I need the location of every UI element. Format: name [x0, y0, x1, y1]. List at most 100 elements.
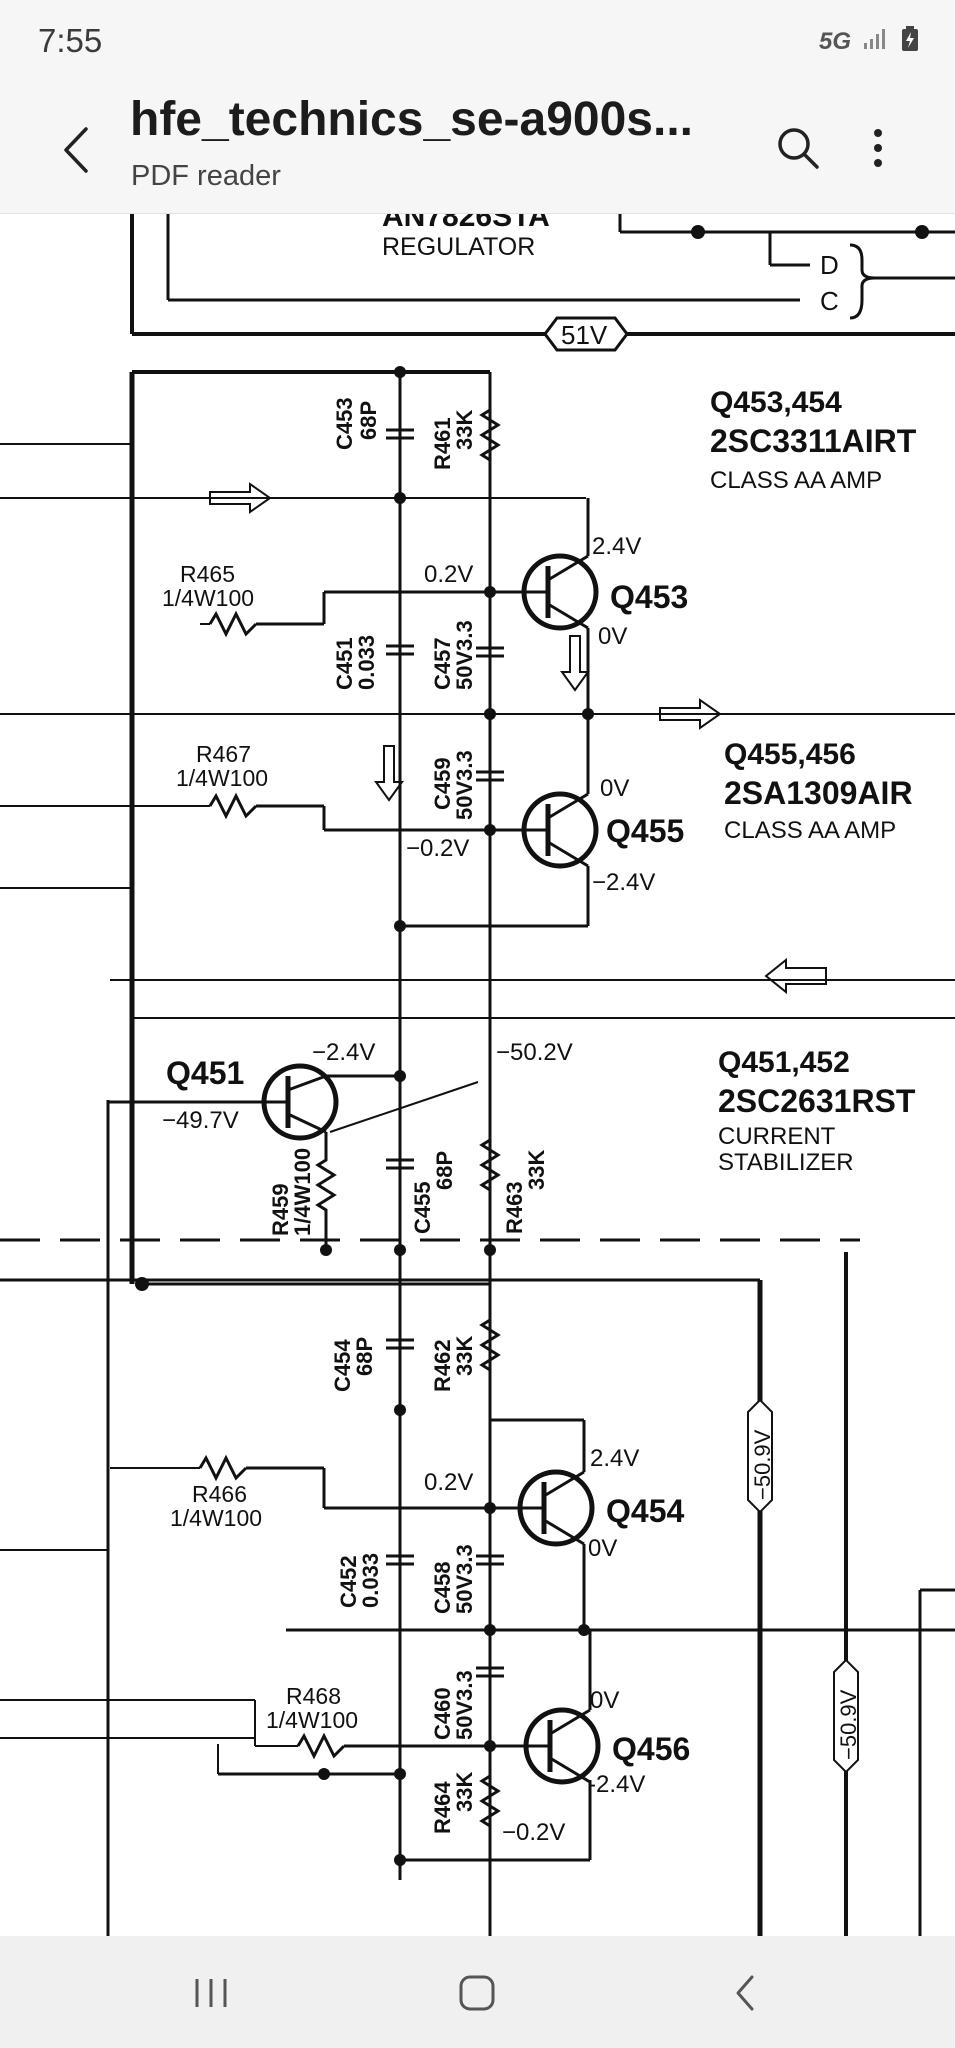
- group-2-function: CLASS AA AMP: [724, 817, 896, 844]
- status-time: 7:55: [38, 22, 103, 59]
- home-button[interactable]: [432, 1958, 522, 2028]
- c457-value: 50V3.3: [452, 620, 477, 690]
- c460-ref: C460: [430, 1687, 455, 1740]
- r465-ref: R465: [180, 561, 235, 587]
- more-options-button[interactable]: [858, 113, 898, 183]
- r464-ref: R464: [430, 1781, 455, 1834]
- q454-collector-voltage: 2.4V: [590, 1445, 639, 1472]
- rail-voltage-a: −50.9V: [747, 1398, 775, 1514]
- c453-value: 68P: [356, 401, 381, 440]
- group-3-function-line2: STABILIZER: [718, 1149, 854, 1176]
- back-icon: [736, 1975, 754, 2011]
- search-button[interactable]: [770, 113, 826, 183]
- c453-ref: C453: [332, 397, 357, 450]
- r467-ref: R467: [196, 741, 251, 767]
- r463-value: 33K: [524, 1150, 549, 1190]
- q451-label: Q451: [166, 1055, 244, 1091]
- rail-label-d: D: [820, 250, 839, 280]
- c458-value: 50V3.3: [452, 1544, 477, 1614]
- network-type: 5G: [818, 27, 851, 55]
- transistor-q454: [490, 1418, 595, 1630]
- group-3-function-line1: CURRENT: [718, 1123, 836, 1150]
- c457-ref: C457: [430, 637, 455, 690]
- status-bar: 7:55 5G: [0, 0, 955, 80]
- transistor-q451: [108, 1063, 479, 1160]
- app-bar: hfe_technics_se-a900s... PDF reader: [0, 80, 955, 214]
- group-3-parts: Q451,452: [718, 1046, 850, 1079]
- r461-ref: R461: [430, 417, 455, 470]
- r462-ref: R462: [430, 1339, 455, 1392]
- q454-emitter-voltage: 0V: [588, 1535, 617, 1562]
- q456-collector-voltage: -2.4V: [588, 1771, 645, 1798]
- flow-arrow-icon: [659, 698, 722, 730]
- q451-emitter-voltage: −49.7V: [162, 1107, 239, 1134]
- c451-ref: C451: [332, 637, 357, 690]
- more-vert-icon: [874, 129, 882, 167]
- q456-label: Q456: [612, 1731, 690, 1767]
- flow-arrow-icon: [560, 635, 590, 692]
- recent-apps-button[interactable]: [166, 1958, 256, 2028]
- flow-arrow-icon: [374, 745, 404, 802]
- q451-collector-voltage: −2.4V: [312, 1039, 375, 1066]
- r462-value: 33K: [452, 1336, 477, 1376]
- back-button[interactable]: [50, 112, 100, 188]
- svg-text:−50.9V: −50.9V: [836, 1689, 861, 1760]
- rail-voltage-b: −50.9V: [833, 1658, 861, 1774]
- r461-value: 33K: [452, 410, 477, 450]
- q455-emitter-voltage: 0V: [600, 775, 629, 802]
- r466-ref: R466: [192, 1481, 247, 1507]
- q454-label: Q454: [606, 1493, 684, 1529]
- transistor-q456: [490, 1630, 601, 1785]
- group-2-model: 2SA1309AIR: [724, 775, 913, 811]
- c452-ref: C452: [336, 1555, 361, 1608]
- search-icon: [778, 128, 819, 169]
- r463-ref: R463: [502, 1181, 527, 1234]
- c454-ref: C454: [330, 1339, 355, 1392]
- r464-value: 33K: [452, 1772, 477, 1812]
- signal-icon: [863, 28, 889, 55]
- recent-apps-icon: [195, 1979, 227, 2007]
- group-1-model: 2SC3311AIRT: [710, 423, 917, 459]
- r459-value: 1/4W100: [290, 1148, 315, 1236]
- q453-collector-voltage: 2.4V: [592, 533, 641, 560]
- system-nav-bar: [0, 1936, 955, 2048]
- transistor-q453: [490, 498, 599, 714]
- schematic-diagram: AN7826STA REGULATOR D C 51V: [0, 214, 955, 1936]
- regulator-chip: AN7826STA: [382, 214, 550, 233]
- r459-ref: R459: [268, 1183, 293, 1236]
- c460-value: 50V3.3: [452, 1670, 477, 1740]
- group-3-model: 2SC2631RST: [718, 1083, 916, 1119]
- q455-collector-voltage: −2.4V: [592, 869, 655, 896]
- c459-value: 50V3.3: [452, 750, 477, 820]
- transistor-q455: [400, 714, 599, 928]
- home-icon: [459, 1975, 495, 2011]
- c451-value: 0.033: [354, 635, 379, 690]
- document-title: hfe_technics_se-a900s...: [130, 93, 693, 146]
- nav-back-button[interactable]: [700, 1958, 790, 2028]
- svg-text:−50.9V: −50.9V: [750, 1429, 775, 1500]
- q455-base-voltage: −0.2V: [406, 835, 469, 862]
- supply-voltage-bubble: [543, 316, 629, 352]
- pdf-page-view[interactable]: AN7826STA REGULATOR D C 51V: [0, 214, 955, 1936]
- regulator-label: REGULATOR: [382, 233, 535, 261]
- c452-value: 0.033: [358, 1553, 383, 1608]
- supply-voltage-label: 51V: [561, 320, 608, 350]
- signal-lines: [0, 443, 955, 1936]
- c459-ref: C459: [430, 757, 455, 810]
- q453-emitter-voltage: 0V: [598, 623, 627, 650]
- r468-ref: R468: [286, 1683, 341, 1709]
- rail-label-c: C: [820, 286, 839, 316]
- rail-negative-voltage: −50.2V: [496, 1039, 573, 1066]
- back-arrow-icon: [64, 127, 88, 173]
- flow-arrow-icon: [209, 482, 272, 514]
- app-subtitle: PDF reader: [131, 160, 281, 192]
- q455-label: Q455: [606, 813, 684, 849]
- group-2-parts: Q455,456: [724, 738, 856, 771]
- r466-value: 1/4W100: [170, 1505, 262, 1531]
- group-1-function: CLASS AA AMP: [710, 467, 882, 494]
- r467-value: 1/4W100: [176, 765, 268, 791]
- r468-value: 1/4W100: [266, 1707, 358, 1733]
- r465-value: 1/4W100: [162, 585, 254, 611]
- q456-emitter-voltage: 0V: [590, 1687, 619, 1714]
- c454-value: 68P: [352, 1337, 377, 1376]
